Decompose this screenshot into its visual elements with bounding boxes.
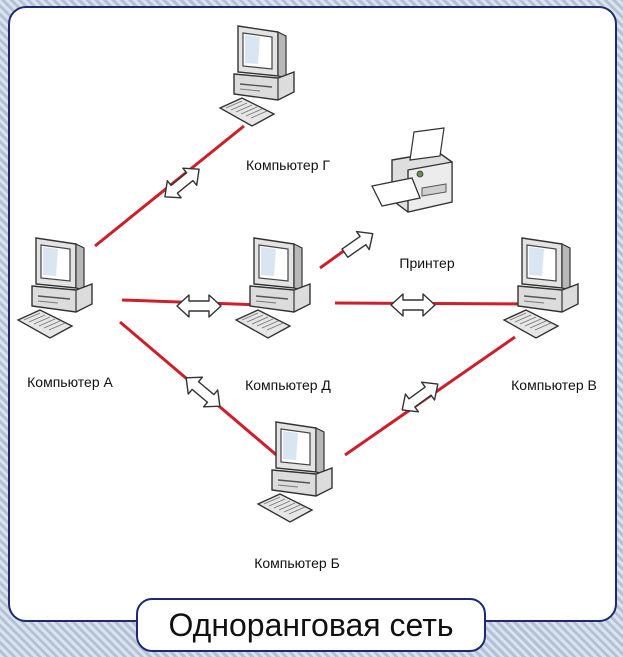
- label-computer-b: Компьютер Б: [254, 555, 340, 571]
- arrow-to-printer: [337, 223, 380, 263]
- printer-icon: [371, 127, 453, 213]
- computer-v-icon: [503, 237, 579, 339]
- computer-d-icon: [235, 237, 311, 339]
- links: [94, 124, 541, 460]
- computer-b-icon: [257, 421, 333, 523]
- double-arrow-a-d: [176, 294, 222, 318]
- computer-g-icon: [219, 25, 295, 127]
- computer-a-icon: [17, 237, 93, 339]
- label-computer-d: Компьютер Д: [245, 377, 331, 393]
- link-d-printer: [319, 248, 346, 270]
- diagram-title: Одноранговая сеть: [136, 598, 486, 652]
- label-computer-v: Компьютер В: [511, 377, 597, 393]
- double-arrow-b-v: [395, 374, 445, 420]
- double-arrow-a-g: [157, 159, 207, 207]
- diagram-frame: [8, 6, 617, 622]
- link-d-v: [334, 301, 541, 306]
- label-computer-a: Компьютер А: [27, 374, 113, 390]
- label-computer-g: Компьютер Г: [246, 157, 330, 173]
- label-printer: Принтер: [399, 255, 455, 271]
- double-arrow-d-v: [390, 293, 436, 317]
